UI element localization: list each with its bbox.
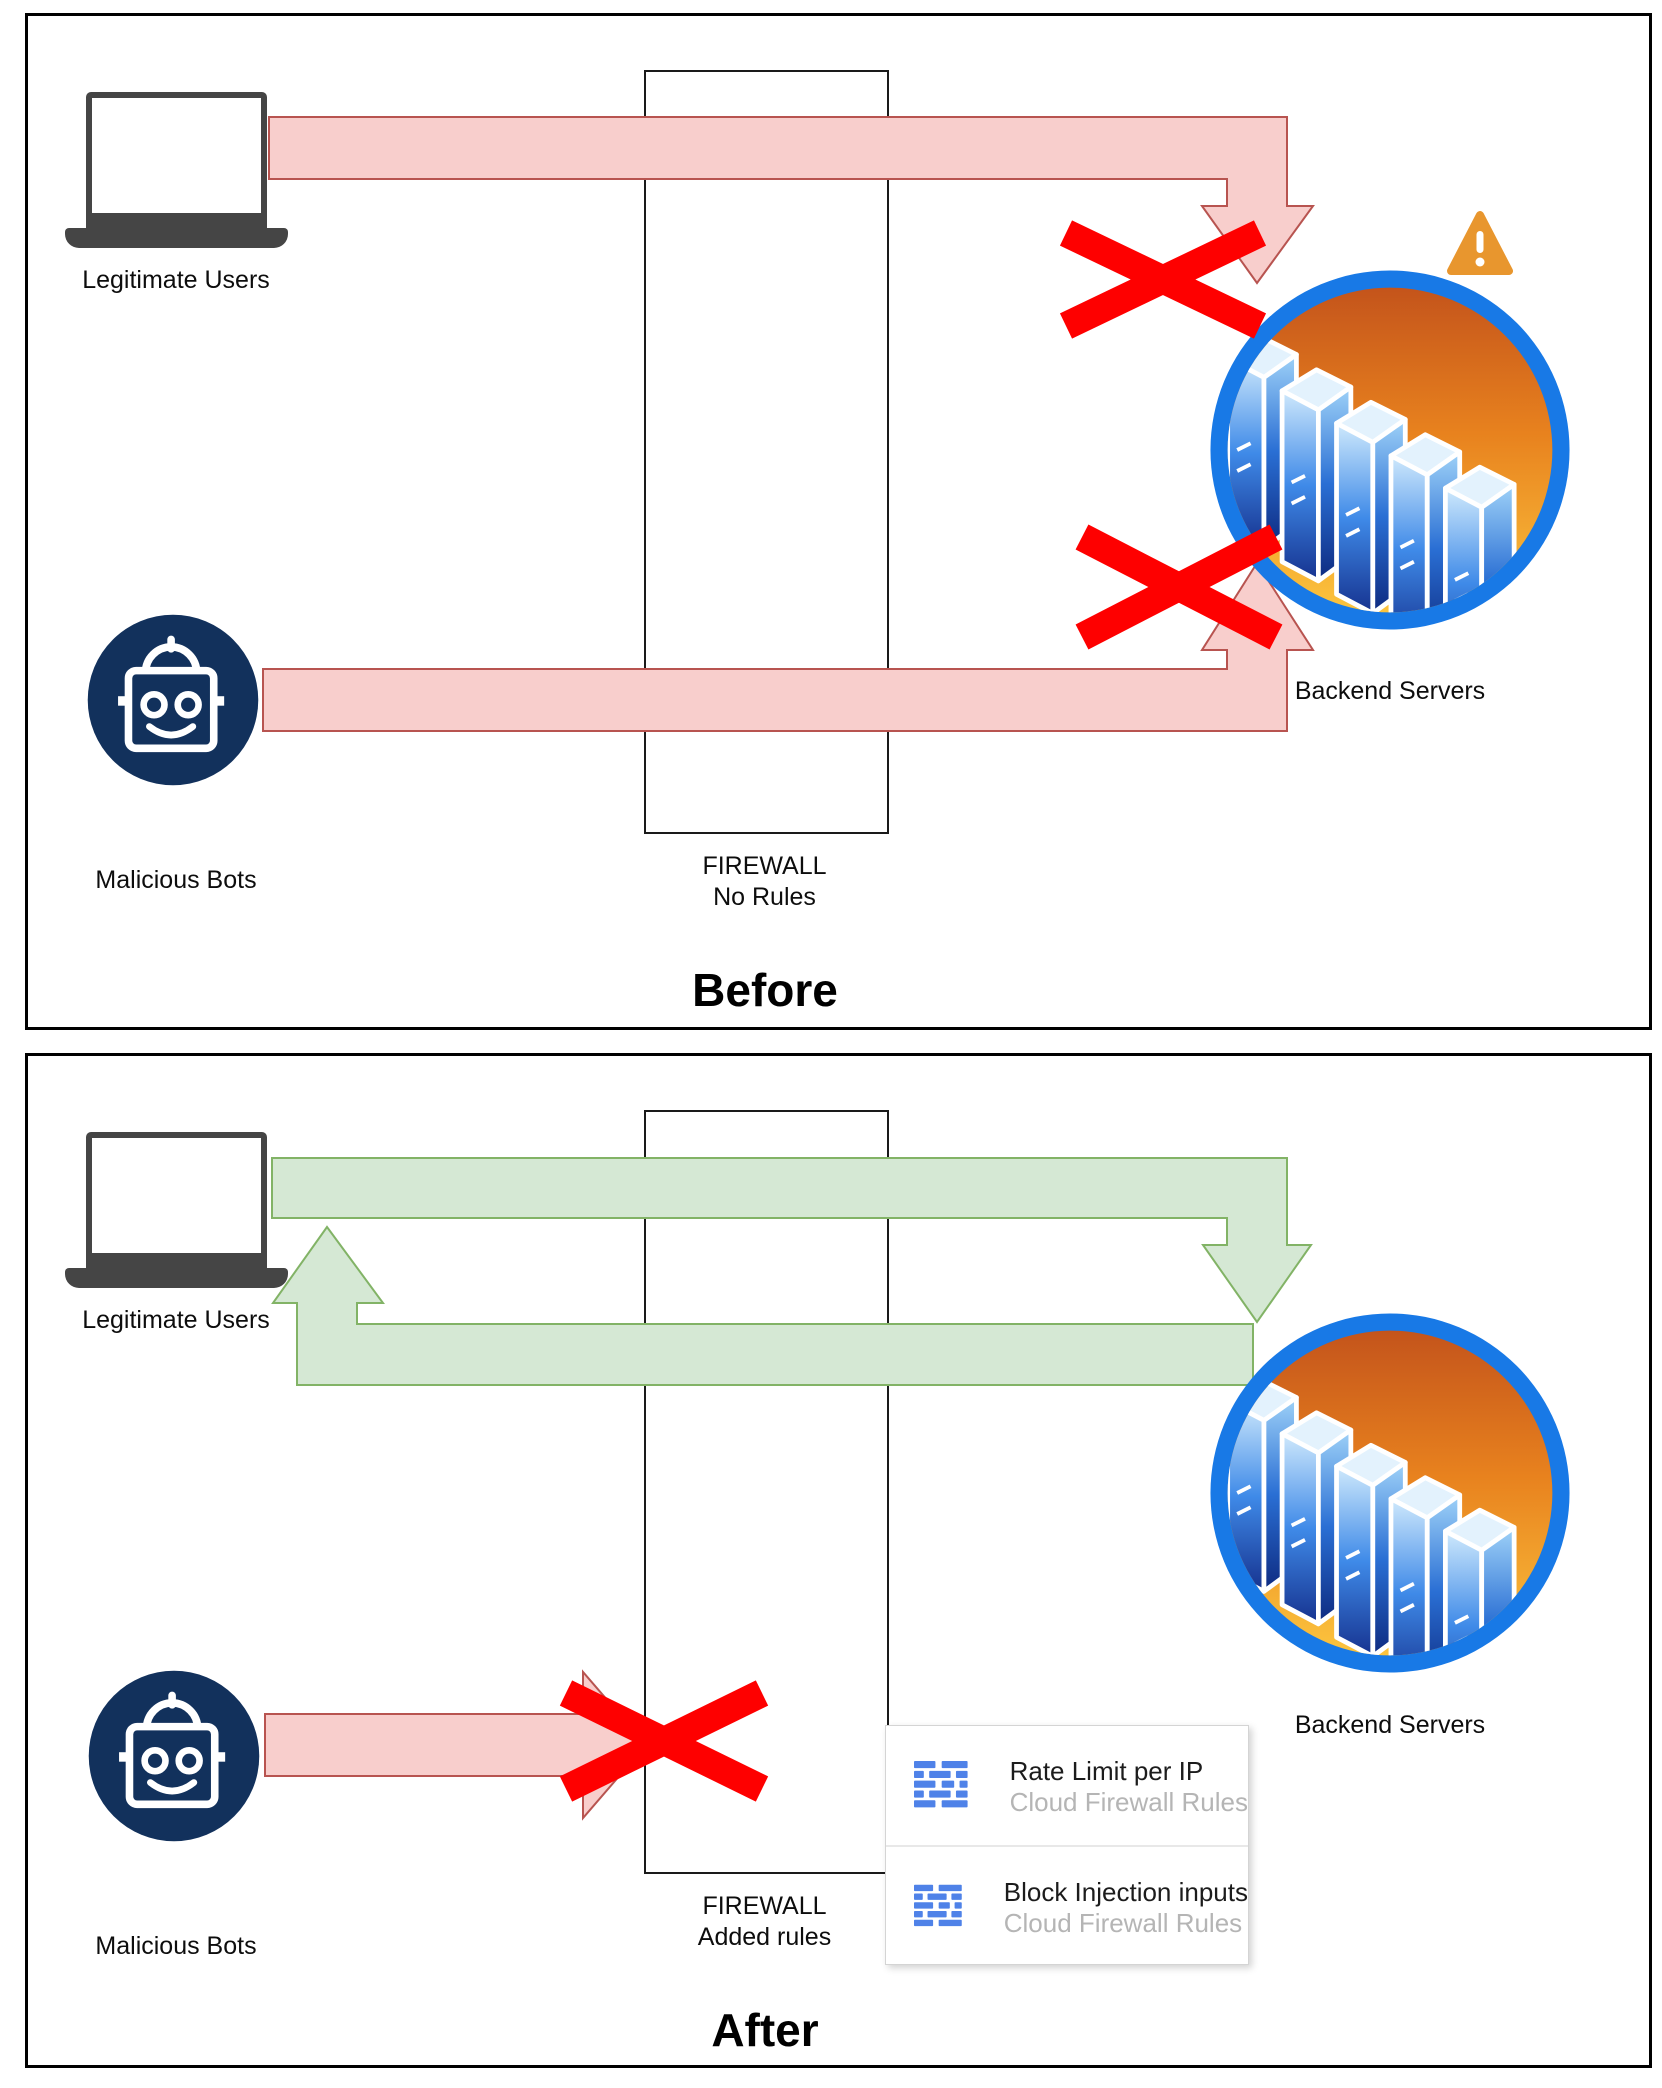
legitimate-users-label-after: Legitimate Users xyxy=(82,1306,270,1334)
firewall-box-after xyxy=(644,1110,889,1874)
warning-icon xyxy=(1447,211,1513,275)
firewall-box-before xyxy=(644,70,889,834)
malicious-bots-label-before: Malicious Bots xyxy=(95,866,257,894)
laptop-base xyxy=(65,1268,288,1288)
backend-servers-icon-after xyxy=(1199,1302,1581,1684)
firewall-subtitle-before: No Rules xyxy=(713,883,816,911)
firewall-rule-icon xyxy=(914,1760,968,1807)
malicious-bot-icon-before xyxy=(87,614,259,786)
firewall-label-before: FIREWALL No Rules xyxy=(644,851,885,913)
laptop-screen xyxy=(86,92,267,230)
rule-divider xyxy=(886,1845,1248,1847)
after-title: After xyxy=(711,2004,819,2056)
legitimate-users-label-before: Legitimate Users xyxy=(82,266,270,294)
backend-servers-label-before: Backend Servers xyxy=(1294,677,1486,705)
legitimate-users-laptop-icon-after xyxy=(65,1132,288,1292)
rule-subtitle: Cloud Firewall Rules xyxy=(1003,1907,1243,1938)
firewall-label-after: FIREWALL Added rules xyxy=(644,1891,885,1953)
firewall-subtitle-after: Added rules xyxy=(697,1923,832,1951)
malicious-bot-icon-after xyxy=(88,1670,260,1842)
legitimate-users-laptop-icon xyxy=(65,92,288,252)
firewall-title-before: FIREWALL xyxy=(702,852,827,880)
firewall-title-after: FIREWALL xyxy=(702,1892,827,1920)
rule-title: Block Injection inputs xyxy=(1003,1876,1248,1907)
firewall-rule-icon xyxy=(914,1884,962,1926)
cloud-firewall-rules-card: Rate Limit per IP Cloud Firewall Rules B… xyxy=(885,1725,1249,1965)
rule-row-block-injection: Block Injection inputs Cloud Firewall Ru… xyxy=(886,1847,1248,1966)
rule-row-rate-limit: Rate Limit per IP Cloud Firewall Rules xyxy=(886,1726,1248,1845)
laptop-keyboard-hinge xyxy=(86,213,267,224)
backend-servers-label-after: Backend Servers xyxy=(1294,1711,1486,1739)
malicious-bots-label-after: Malicious Bots xyxy=(95,1932,257,1960)
rule-subtitle: Cloud Firewall Rules xyxy=(1009,1786,1248,1817)
laptop-base xyxy=(65,228,288,248)
before-title: Before xyxy=(692,964,838,1016)
rule-title: Rate Limit per IP xyxy=(1009,1755,1204,1786)
laptop-screen xyxy=(86,1132,267,1270)
laptop-keyboard-hinge xyxy=(86,1253,267,1264)
backend-servers-icon-before xyxy=(1199,259,1581,641)
